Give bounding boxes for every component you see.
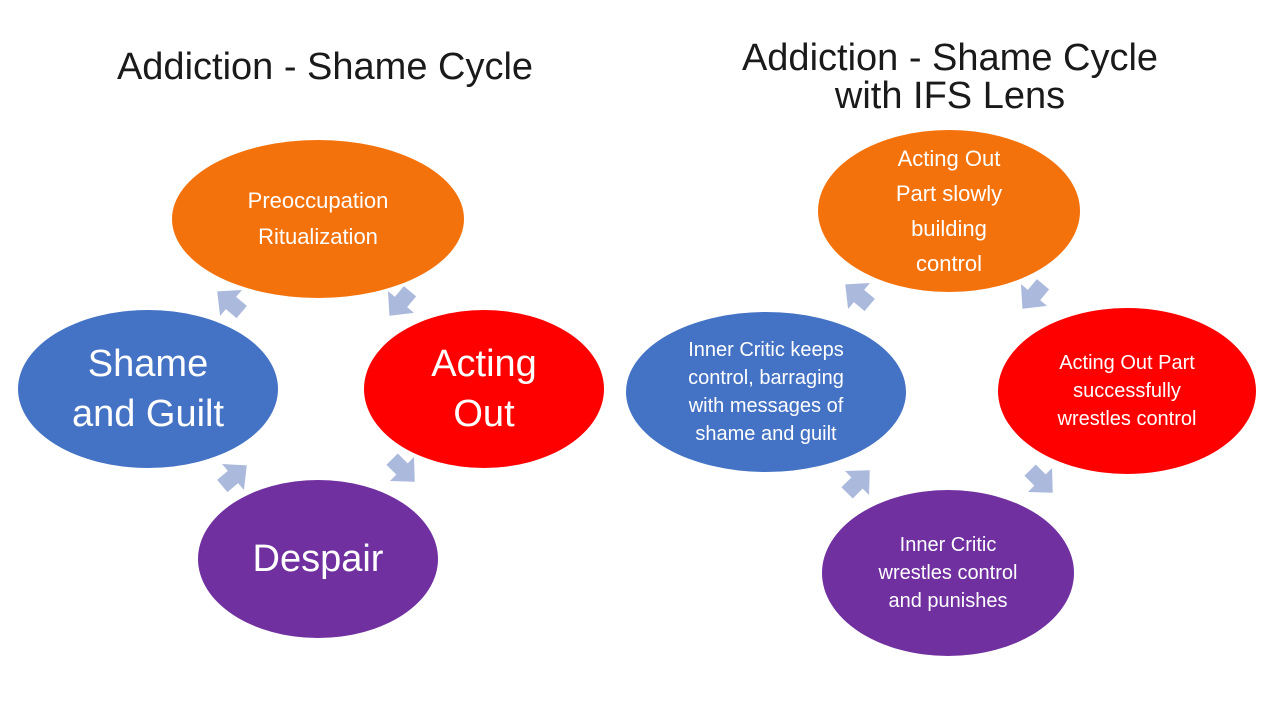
node-preoccupation-ritualization: Preoccupation Ritualization <box>172 140 464 298</box>
node-label: Preoccupation Ritualization <box>247 188 389 249</box>
arrow-success-to-critic-wrestles <box>1024 464 1053 493</box>
node-inner-critic-wrestles-control: Inner Critic wrestles control and punish… <box>822 490 1074 656</box>
right-title-line-1: Addiction - Shame Cycle <box>741 37 1159 79</box>
node-acting-out-part-building: Acting Out Part slowly building control <box>818 130 1080 292</box>
arrow-building-to-success <box>1020 279 1050 309</box>
arrow-acting-out-to-despair <box>386 453 415 482</box>
node-despair: Despair <box>198 480 438 638</box>
arrow-critic-keeps-to-building <box>845 282 875 312</box>
arrow-despair-to-shame <box>217 463 247 493</box>
node-label: Shame and Guilt <box>71 343 225 435</box>
arrow-critic-wrestles-to-critic-keeps <box>841 470 870 499</box>
node-label: Acting Out <box>431 343 537 435</box>
right-title-line-2: with IFS Lens <box>834 75 1066 117</box>
node-inner-critic-keeps-control: Inner Critic keeps control, barraging wi… <box>626 312 906 472</box>
node-acting-out: Acting Out <box>364 310 604 468</box>
node-shame-and-guilt: Shame and Guilt <box>18 310 278 468</box>
node-label: Inner Critic keeps control, barraging wi… <box>688 339 844 445</box>
node-label: Acting Out Part successfully wrestles co… <box>1057 352 1197 430</box>
right-diagram-title: Addiction - Shame Cycle with IFS Lens <box>620 39 1280 115</box>
node-label: Acting Out Part slowly building control <box>895 146 1003 276</box>
left-diagram-title: Addiction - Shame Cycle <box>116 46 534 88</box>
node-label: Despair <box>252 538 384 580</box>
arrow-preoccupation-to-acting-out <box>387 286 417 316</box>
node-label: Inner Critic wrestles control and punish… <box>878 534 1018 612</box>
node-acting-out-part-success: Acting Out Part successfully wrestles co… <box>998 308 1256 474</box>
arrow-shame-to-preoccupation <box>217 289 247 319</box>
